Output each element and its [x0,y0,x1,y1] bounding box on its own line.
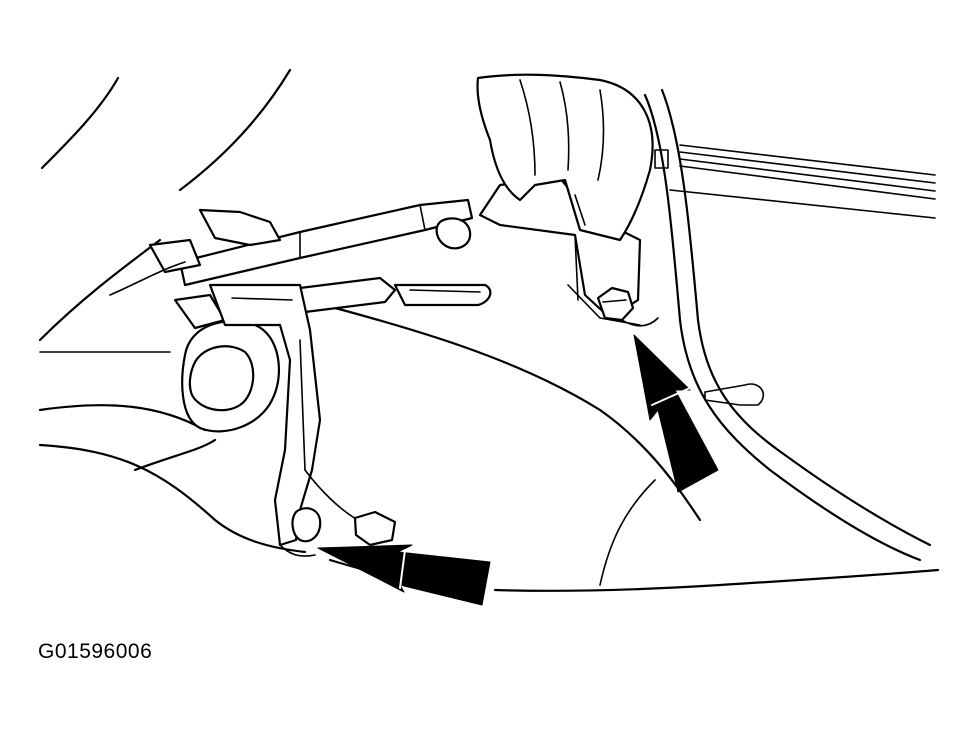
floor-panel [38,298,940,592]
upper-link-rod [178,198,474,287]
nut-icon [596,286,635,322]
pivot-assembly [109,208,322,547]
bolt-icon [291,507,322,543]
background-panel [38,68,292,353]
figure-code: G01596006 [38,640,153,663]
technician-hand [476,73,654,242]
upper-arrow [633,334,719,493]
body-side-panel [643,88,936,562]
upper-nut-area [596,286,659,327]
lower-arrow [317,544,491,606]
lower-bolt-area [279,469,397,557]
arrow-icon [317,544,491,606]
